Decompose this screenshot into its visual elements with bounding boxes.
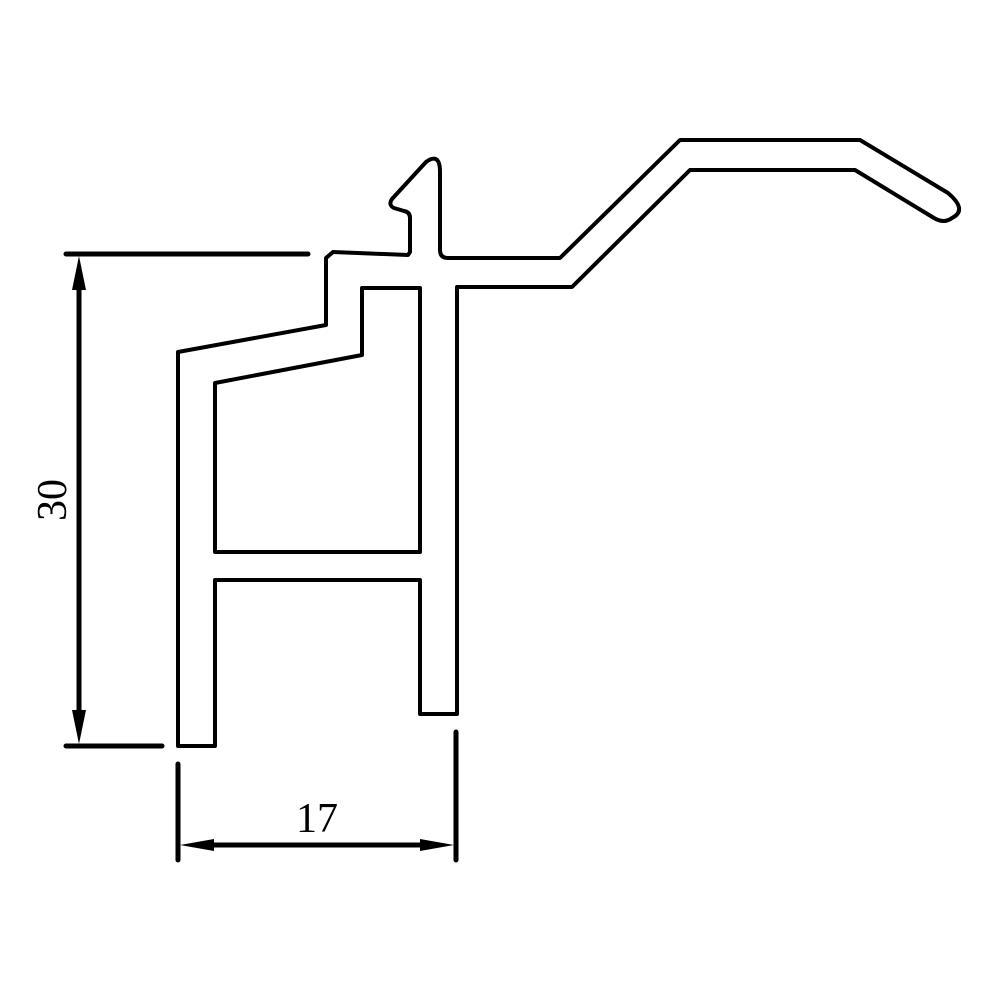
- arrow-up-icon: [72, 256, 86, 290]
- width-dimension: 17: [175, 729, 459, 863]
- height-dimension: 30: [30, 251, 311, 749]
- arrow-left-icon: [180, 839, 214, 851]
- arrow-right-icon: [420, 839, 454, 851]
- width-dimension-label: 17: [296, 796, 338, 842]
- height-dimension-label: 30: [30, 479, 76, 521]
- arrow-down-icon: [72, 710, 86, 744]
- profile-outline: [176, 138, 961, 748]
